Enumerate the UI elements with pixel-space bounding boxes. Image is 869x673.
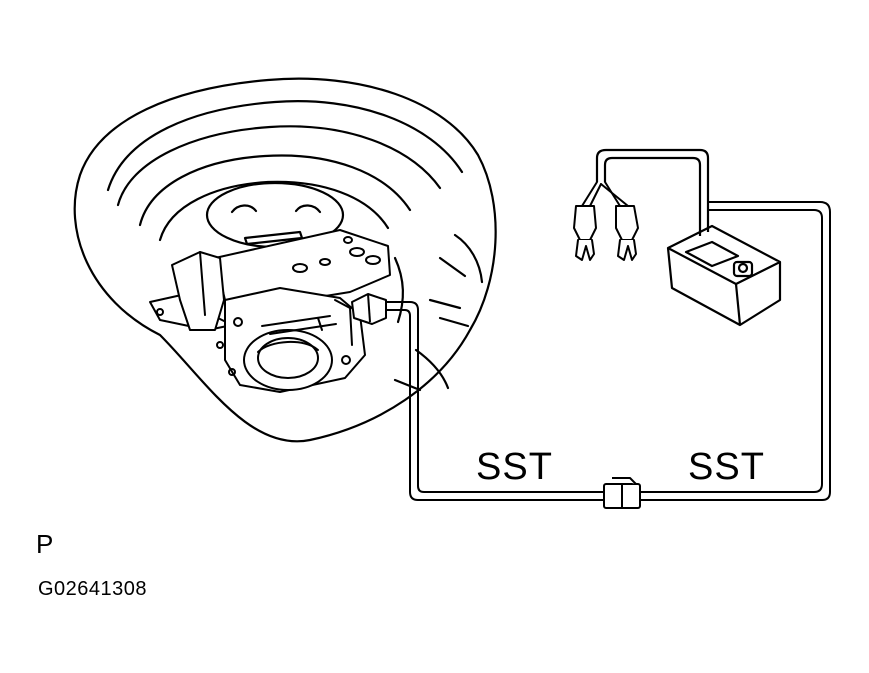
alligator-clip-icon: [573, 181, 639, 261]
figure-code: G02641308: [38, 578, 148, 600]
view-label: P: [36, 529, 54, 559]
battery-box-icon: [595, 148, 782, 327]
harness-wire: [386, 201, 831, 501]
sst-label-left: SST: [476, 446, 553, 488]
spare-tire-icon: [73, 77, 497, 443]
connector-icon: [351, 293, 387, 325]
connector-icon: [603, 477, 641, 509]
sst-label-right: SST: [688, 446, 765, 488]
spare-tire-carrier-icon: [149, 229, 391, 393]
